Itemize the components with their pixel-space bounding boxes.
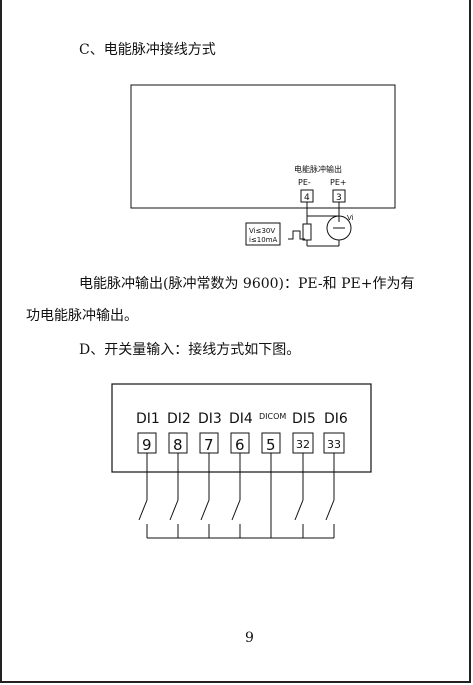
di-label-com: DICOM bbox=[259, 412, 286, 421]
di-label-2: DI2 bbox=[167, 411, 191, 427]
di-terminal-number-7: 7 bbox=[204, 436, 214, 454]
pulse-title: 电能脉冲输出 bbox=[294, 164, 342, 174]
spec-current: i≤10mA bbox=[249, 236, 278, 244]
di-module-box bbox=[111, 383, 372, 473]
di-label-6: DI6 bbox=[324, 411, 348, 427]
section-d-heading: D、开关量输入：接线方式如下图。 bbox=[79, 342, 301, 358]
page-number: 9 bbox=[245, 630, 254, 646]
di-terminal-number-33: 33 bbox=[327, 438, 341, 451]
di-label-4: DI4 bbox=[229, 411, 253, 427]
source-label: Vi bbox=[347, 214, 354, 222]
di-terminal-number-6: 6 bbox=[235, 436, 245, 454]
di-label-1: DI1 bbox=[136, 411, 160, 427]
di-terminal-number-8: 8 bbox=[173, 436, 183, 454]
section-c-heading: C、电能脉冲接线方式 bbox=[79, 42, 216, 58]
terminal-label-pe-minus: PE- bbox=[298, 178, 311, 187]
pulse-waveform-icon bbox=[288, 230, 305, 240]
di-terminal-number-9: 9 bbox=[142, 436, 152, 454]
terminal-label-pe-plus: PE+ bbox=[330, 178, 347, 187]
meter-body-box bbox=[130, 84, 396, 209]
di-label-5: DI5 bbox=[292, 411, 316, 427]
pulse-description-line2: 功电能脉冲输出。 bbox=[26, 308, 138, 324]
spec-box bbox=[245, 222, 281, 246]
di-terminal-number-5: 5 bbox=[266, 436, 276, 454]
load-resistor bbox=[302, 223, 312, 241]
pulse-description-line1: 电能脉冲输出(脉冲常数为 9600)：PE-和 PE+作为有 bbox=[79, 276, 415, 292]
terminal-number-3: 3 bbox=[336, 193, 342, 203]
spec-voltage: Vi≤30V bbox=[249, 227, 275, 235]
di-terminal-number-32: 32 bbox=[296, 438, 310, 451]
di-label-3: DI3 bbox=[198, 411, 222, 427]
terminal-number-4: 4 bbox=[304, 193, 310, 203]
